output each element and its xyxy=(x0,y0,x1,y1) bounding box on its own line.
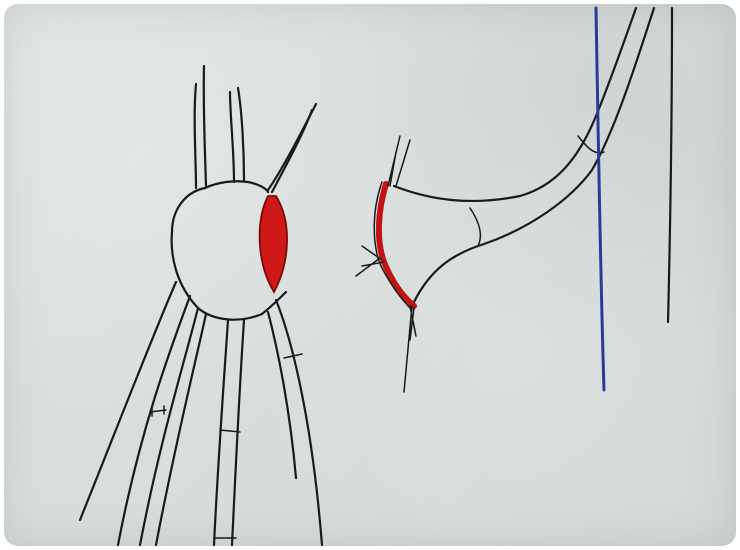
upper-branch-1-inner xyxy=(204,66,206,186)
lower-branch-4-inner xyxy=(276,300,322,545)
upper-branch-2 xyxy=(230,92,234,182)
black-vertical-line xyxy=(668,8,672,322)
aneurysm-sac-top xyxy=(205,181,268,192)
lower-branch-2-inner xyxy=(156,314,206,545)
lower-branch-4-outer xyxy=(268,312,296,478)
upper-branch-2-inner xyxy=(238,88,244,180)
lower-branch-3-outer xyxy=(214,320,228,545)
suture-knot-top xyxy=(388,136,410,186)
red-resection-area xyxy=(260,196,287,292)
aneurysm-structure xyxy=(80,66,322,545)
upper-branch-1 xyxy=(195,84,196,188)
red-anastomosis-cuff xyxy=(379,184,414,306)
lower-branch-2-outer xyxy=(140,308,198,545)
suture-knot-bottom xyxy=(404,306,416,392)
graft-tube-lower-wall xyxy=(414,8,654,302)
graft-vessel-structure xyxy=(356,8,654,392)
lower-branch-2-suture xyxy=(150,406,166,416)
lower-left-branch-outer xyxy=(80,282,176,520)
graft-junction-mark-1 xyxy=(470,208,480,246)
blue-vertical-line xyxy=(596,8,604,390)
